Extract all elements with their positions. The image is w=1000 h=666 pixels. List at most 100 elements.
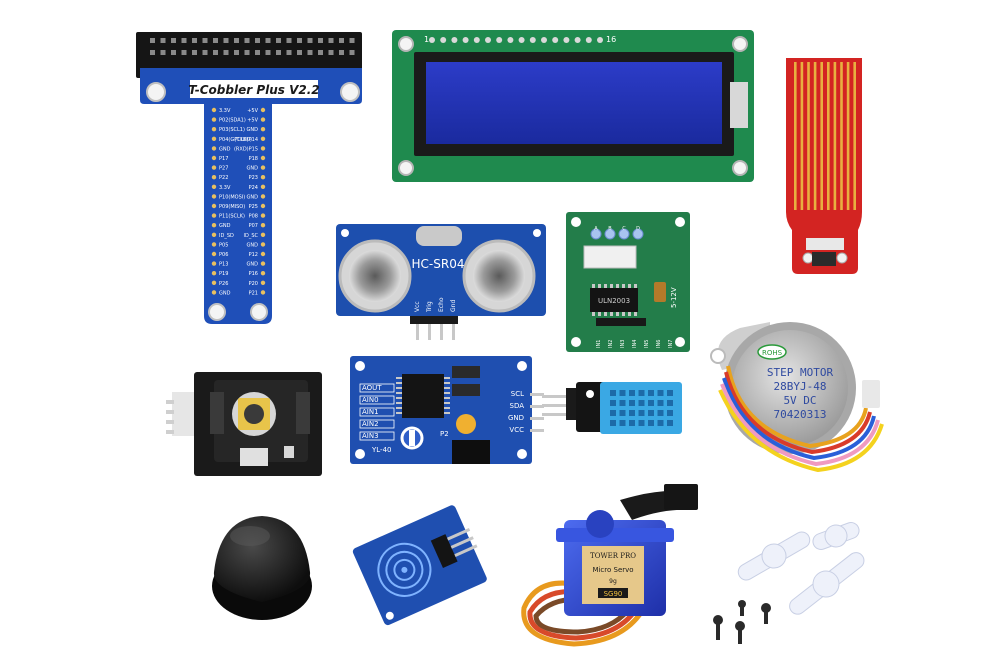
- uln2003-led-label: C: [622, 226, 626, 232]
- chip-leg: [444, 402, 450, 404]
- dht11-grille-hole: [667, 390, 673, 396]
- 28byj-48-stepper-motor: ROHS STEP MOTOR 28BYJ-48 5V DC 70420313: [710, 322, 884, 473]
- cobbler-pad: [260, 261, 266, 266]
- chip-leg: [592, 284, 595, 288]
- uln2003-led: [590, 228, 602, 240]
- cobbler-pin-label: P09(MISO): [219, 204, 245, 210]
- dht11-grille-hole: [629, 410, 635, 416]
- lcd-pad: [552, 37, 559, 43]
- cobbler-pin-label: +5V: [247, 118, 258, 124]
- uln2003-input-label: IN1: [596, 340, 602, 348]
- water-trace: [820, 62, 823, 210]
- lcd-pad: [597, 37, 603, 43]
- pcf8591-left-pin-label: AIN3: [362, 432, 379, 440]
- lcd-pad: [462, 37, 469, 43]
- header-pin: [255, 50, 260, 55]
- header-pin: [181, 50, 187, 55]
- cobbler-pad: [211, 107, 217, 113]
- header-pin: [213, 50, 218, 55]
- motor-label-line2: 28BYJ-48: [774, 380, 827, 393]
- pcf8591-model-label: YL-40: [371, 446, 392, 454]
- dht11-grille-hole: [657, 420, 664, 426]
- lcd-pad: [541, 37, 547, 43]
- dht11-grille-hole: [648, 400, 654, 406]
- joystick-cap: [212, 516, 312, 620]
- pcf8591-header-pin: [530, 417, 544, 420]
- cobbler-pad: [260, 203, 266, 209]
- cobbler-pad: [260, 136, 266, 141]
- chip-leg: [396, 382, 402, 384]
- header-pin: [234, 38, 239, 43]
- dht11-grille-hole: [619, 390, 626, 396]
- cobbler-pin-label: P07: [249, 223, 258, 229]
- cobbler-pad: [211, 194, 217, 199]
- cobbler-pin-label: P11(SCLK): [219, 214, 245, 220]
- cobbler-pad: [211, 136, 217, 141]
- pcf8591-left-pin-label: AIN0: [362, 396, 379, 404]
- cobbler-pin-label: P13: [219, 262, 228, 268]
- dht11-grille-hole: [667, 410, 673, 416]
- pcf8591-right-pin-label: SCL: [511, 390, 524, 398]
- pcf8591-header-pin: [530, 405, 544, 408]
- lcd-pad: [473, 37, 480, 43]
- cobbler-pad: [260, 127, 266, 132]
- ttp223-touch-sensor: [352, 505, 487, 626]
- chip-leg: [396, 397, 402, 399]
- cobbler-pad: [260, 117, 266, 122]
- cobbler-pad: [211, 184, 217, 189]
- cobbler-pin-label: P17: [219, 156, 228, 162]
- uln2003-input-label: IN7: [668, 340, 674, 348]
- header-pin: [244, 38, 250, 43]
- header-pin: [286, 38, 292, 43]
- chip-leg: [396, 412, 402, 414]
- lcd-pad: [440, 37, 447, 43]
- motor-label-line4: 70420313: [774, 408, 827, 421]
- chip-leg: [396, 407, 402, 409]
- dht11-grille-hole: [629, 420, 635, 426]
- servo-code-label: SG90: [604, 590, 623, 598]
- cobbler-pin-label: P03(SCL1): [219, 127, 245, 133]
- pcf8591-header-pin: [530, 393, 544, 396]
- cobbler-pin-label: GND: [247, 242, 259, 248]
- cobbler-pin-label: (TXD)P14: [234, 137, 258, 143]
- uln2003-led-label: A: [594, 226, 598, 232]
- dht11-grille-hole: [610, 420, 616, 426]
- cobbler-pin-label: P12: [249, 252, 258, 258]
- lcd-pin-last: 16: [606, 35, 616, 44]
- servo-model-label: Micro Servo: [592, 566, 633, 574]
- cobbler-pad: [211, 117, 217, 122]
- header-pin: [339, 50, 344, 55]
- header-pin: [202, 38, 208, 43]
- cobbler-pad: [260, 107, 266, 113]
- dht11-grille-hole: [629, 390, 635, 396]
- cobbler-pad: [260, 184, 266, 189]
- header-pin: [297, 50, 302, 55]
- cobbler-pad: [211, 280, 217, 285]
- uln2003-led: [632, 228, 644, 240]
- chip-leg: [598, 284, 601, 288]
- chip-leg: [598, 312, 601, 316]
- header-pin: [160, 50, 166, 55]
- header-pin: [192, 38, 197, 43]
- dht11-grille-hole: [638, 390, 645, 396]
- uln2003-led-label: D: [636, 226, 640, 232]
- cobbler-pin-label: P06: [219, 252, 228, 258]
- cobbler-pin-label: P05: [219, 242, 228, 248]
- chip-leg: [604, 284, 607, 288]
- header-pin: [192, 50, 197, 55]
- cobbler-pin-label: ID_SD: [219, 233, 234, 239]
- uln2003-led-label: B: [608, 226, 612, 232]
- joystick-module: [166, 372, 322, 476]
- pcf8591-pin-box: [359, 419, 395, 429]
- cobbler-pad: [260, 251, 266, 257]
- dht11-grille-hole: [657, 400, 664, 406]
- header-pin: [328, 38, 334, 43]
- header-pin: [318, 50, 323, 55]
- t-cobbler-title: T-Cobbler Plus V2.2: [188, 83, 319, 97]
- cobbler-pin-label: GND: [219, 223, 231, 229]
- uln2003-input-label: IN6: [656, 340, 662, 348]
- cobbler-pin-label: 3.3V: [219, 185, 231, 191]
- header-pin: [297, 38, 302, 43]
